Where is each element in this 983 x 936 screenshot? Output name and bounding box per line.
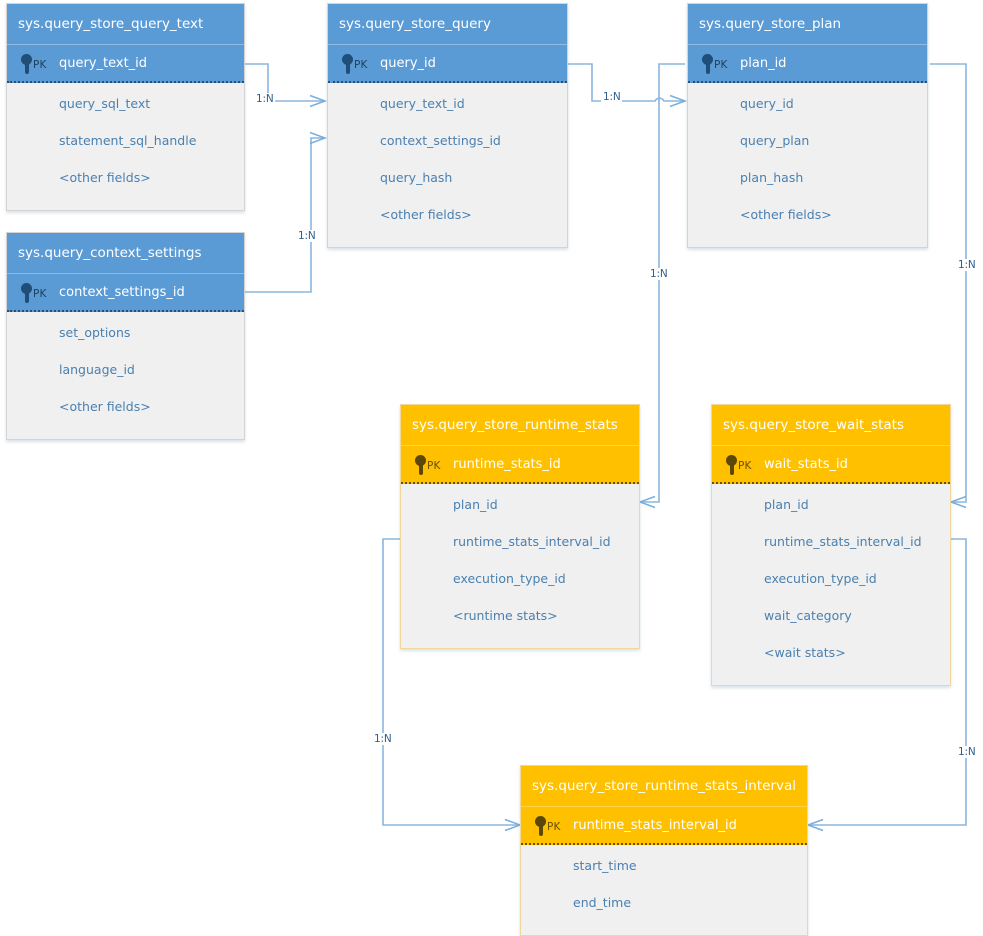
entity-field: runtime_stats_interval_id — [764, 534, 922, 549]
entity-query-context-settings[interactable]: sys.query_context_settings PK context_se… — [6, 232, 245, 440]
entity-primary-key-row[interactable]: PK query_id — [328, 45, 567, 83]
entity-title: sys.query_store_runtime_stats_interval — [521, 766, 807, 807]
entity-primary-key-row[interactable]: PK wait_stats_id — [712, 446, 950, 484]
entity-title: sys.query_context_settings — [7, 233, 244, 274]
entity-fields: start_time end_time — [521, 845, 807, 935]
entity-fields: query_sql_text statement_sql_handle <oth… — [7, 83, 244, 210]
relationship-plan-to-runtime-stats — [637, 63, 685, 509]
entity-field: <other fields> — [740, 207, 832, 222]
entity-title: sys.query_store_wait_stats — [712, 405, 950, 446]
entity-field: <other fields> — [59, 170, 151, 185]
key-icon: PK — [700, 45, 740, 83]
entity-field: statement_sql_handle — [59, 133, 197, 148]
key-icon: PK — [19, 274, 59, 312]
entity-primary-key-row[interactable]: PK query_text_id — [7, 45, 244, 83]
cardinality-label-r5: 1:N — [956, 259, 978, 271]
primary-key-name: wait_stats_id — [764, 457, 848, 472]
entity-field: plan_hash — [740, 170, 804, 185]
key-icon: PK — [340, 45, 380, 83]
entity-field: <other fields> — [380, 207, 472, 222]
key-icon: PK — [724, 446, 764, 484]
entity-field: execution_type_id — [453, 571, 566, 586]
entity-primary-key-row[interactable]: PK context_settings_id — [7, 274, 244, 312]
primary-key-name: query_text_id — [59, 56, 148, 71]
cardinality-label-r3: 1:N — [601, 91, 623, 103]
entity-query-store-query[interactable]: sys.query_store_query PK query_id query_… — [327, 3, 568, 248]
primary-key-name: runtime_stats_interval_id — [573, 818, 737, 833]
entity-field: <wait stats> — [764, 645, 846, 660]
cardinality-label-r6: 1:N — [372, 733, 394, 745]
primary-key-name: query_id — [380, 56, 436, 71]
entity-title: sys.query_store_runtime_stats — [401, 405, 639, 446]
entity-title: sys.query_store_query — [328, 4, 567, 45]
entity-field: query_plan — [740, 133, 810, 148]
entity-fields: set_options language_id <other fields> — [7, 312, 244, 439]
entity-field: wait_category — [764, 608, 852, 623]
entity-query-store-plan[interactable]: sys.query_store_plan PK plan_id query_id… — [687, 3, 928, 248]
entity-field: language_id — [59, 362, 135, 377]
entity-field: <other fields> — [59, 399, 151, 414]
entity-query-store-query-text[interactable]: sys.query_store_query_text PK query_text… — [6, 3, 245, 211]
entity-query-store-wait-stats[interactable]: sys.query_store_wait_stats PK wait_stats… — [711, 404, 951, 686]
entity-field: query_id — [740, 96, 794, 111]
key-icon: PK — [533, 807, 573, 845]
primary-key-name: context_settings_id — [59, 285, 185, 300]
entity-field: start_time — [573, 858, 637, 873]
entity-query-store-runtime-stats[interactable]: sys.query_store_runtime_stats PK runtime… — [400, 404, 640, 649]
relationship-query-to-plan — [568, 63, 688, 108]
entity-fields: query_text_id context_settings_id query_… — [328, 83, 567, 247]
cardinality-label-r4: 1:N — [648, 268, 670, 280]
entity-field: query_text_id — [380, 96, 465, 111]
entity-field: runtime_stats_interval_id — [453, 534, 611, 549]
entity-field: execution_type_id — [764, 571, 877, 586]
entity-title: sys.query_store_plan — [688, 4, 927, 45]
entity-fields: plan_id runtime_stats_interval_id execut… — [401, 484, 639, 648]
entity-field: query_hash — [380, 170, 453, 185]
entity-field: query_sql_text — [59, 96, 151, 111]
entity-primary-key-row[interactable]: PK plan_id — [688, 45, 927, 83]
entity-title: sys.query_store_query_text — [7, 4, 244, 45]
entity-fields: plan_id runtime_stats_interval_id execut… — [712, 484, 950, 685]
primary-key-name: plan_id — [740, 56, 787, 71]
relationship-context-settings-to-query — [245, 131, 328, 293]
cardinality-label-r7: 1:N — [956, 746, 978, 758]
entity-primary-key-row[interactable]: PK runtime_stats_id — [401, 446, 639, 484]
entity-field: plan_id — [764, 497, 809, 512]
entity-field: context_settings_id — [380, 133, 501, 148]
primary-key-name: runtime_stats_id — [453, 457, 561, 472]
entity-field: <runtime stats> — [453, 608, 558, 623]
cardinality-label-r2: 1:N — [296, 230, 318, 242]
entity-field: set_options — [59, 325, 131, 340]
entity-fields: query_id query_plan plan_hash <other fie… — [688, 83, 927, 247]
key-icon: PK — [413, 446, 453, 484]
entity-field: plan_id — [453, 497, 498, 512]
entity-primary-key-row[interactable]: PK runtime_stats_interval_id — [521, 807, 807, 845]
key-icon: PK — [19, 45, 59, 83]
entity-query-store-runtime-stats-interval[interactable]: sys.query_store_runtime_stats_interval P… — [520, 765, 808, 936]
cardinality-label-r1: 1:N — [254, 93, 276, 105]
entity-field: end_time — [573, 895, 632, 910]
